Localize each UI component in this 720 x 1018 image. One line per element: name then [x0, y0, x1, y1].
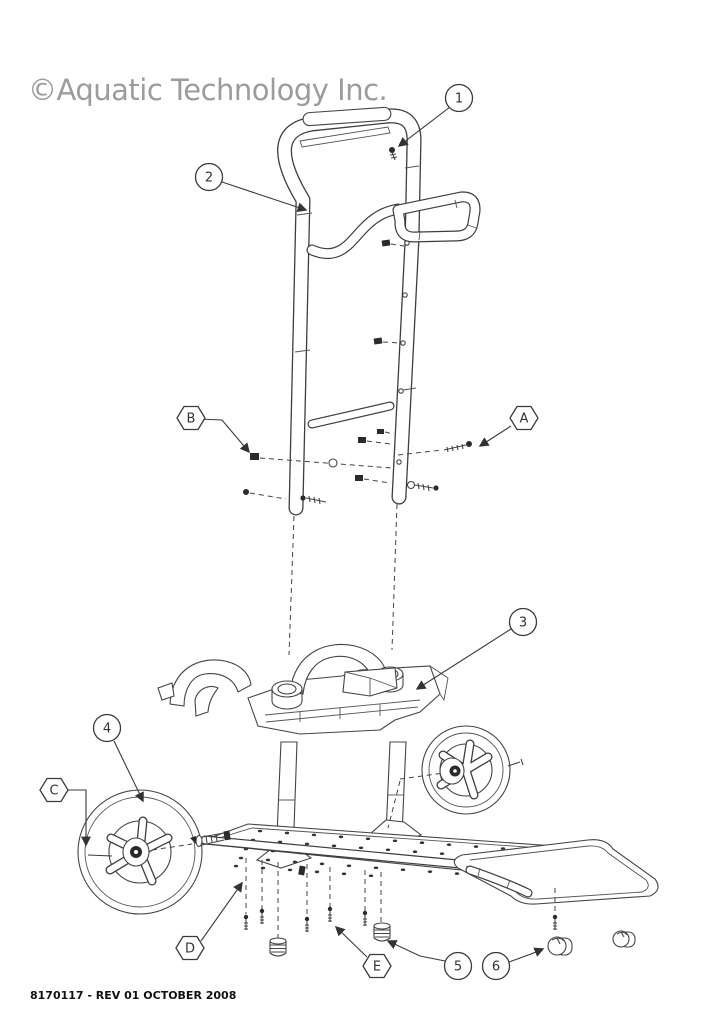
callout-C: C [39, 777, 69, 803]
callout-D: D [175, 935, 205, 961]
revision-text: 8170117 - REV 01 OCTOBER 2008 [30, 989, 236, 1002]
callout-4-label: 4 [103, 722, 111, 737]
cap-nut-left [269, 937, 287, 957]
callout-6: 6 [481, 951, 511, 981]
end-cap-b [612, 930, 636, 948]
callout-C-label: C [49, 784, 58, 799]
carriage-cup-left [271, 680, 303, 710]
callout-A: A [509, 405, 539, 431]
callout-5: 5 [443, 951, 473, 981]
callout-E-label: E [373, 960, 381, 975]
callout-4: 4 [92, 713, 122, 743]
callout-1: 1 [444, 83, 474, 113]
carriage-assembly [157, 643, 449, 735]
callout-6-label: 6 [492, 960, 500, 975]
callout-E: E [362, 953, 392, 979]
callout-2-label: 2 [205, 171, 213, 186]
callout-5-label: 5 [454, 960, 462, 975]
callout-3-label: 3 [519, 616, 527, 631]
under-platform-fasteners [243, 858, 636, 957]
cap-nut-right [373, 922, 391, 942]
right-wheel [387, 725, 524, 829]
frame-fasteners [243, 147, 472, 505]
end-cap-a [547, 936, 573, 956]
screw-part1 [389, 147, 398, 161]
callout-leaders [67, 106, 545, 963]
secondary-handle-loop [306, 191, 481, 260]
ramp-plate [453, 839, 659, 905]
callout-B: B [176, 405, 206, 431]
handle-frame [277, 106, 422, 656]
left-wheel [77, 789, 231, 915]
handle-grip-pad [302, 106, 392, 127]
screws [243, 906, 558, 932]
callout-B-label: B [187, 412, 196, 427]
base-platform [178, 823, 659, 905]
callout-1-label: 1 [455, 92, 463, 107]
callout-2: 2 [194, 162, 224, 192]
left-fender [169, 659, 252, 707]
callout-3: 3 [508, 607, 538, 637]
callout-D-label: D [185, 942, 195, 957]
watermark-text: ©Aquatic Technology Inc. [28, 73, 387, 107]
callouts: 1 2 3 4 5 6 A B [39, 83, 539, 981]
callout-A-label: A [520, 412, 529, 427]
left-wheel-axle-bolt [151, 830, 231, 851]
